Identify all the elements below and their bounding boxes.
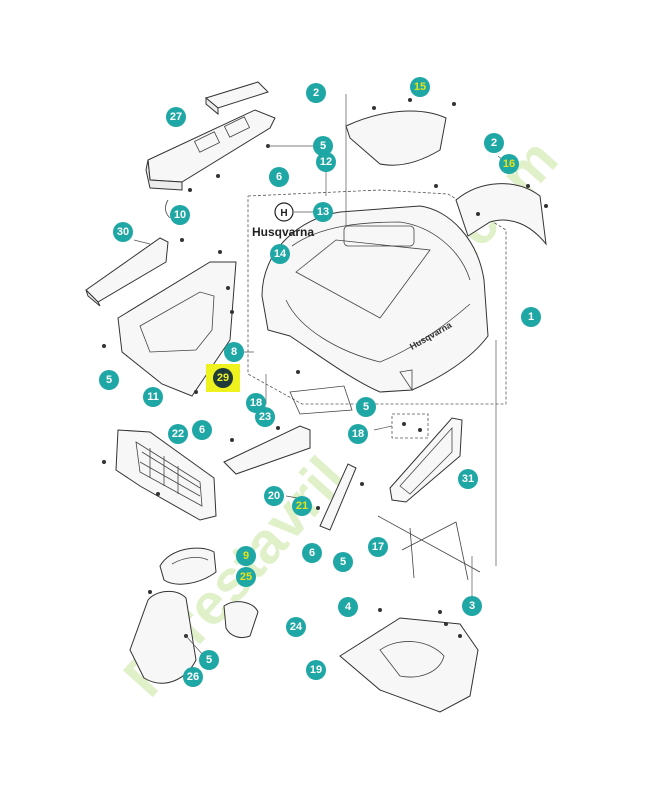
- svg-text:21: 21: [296, 500, 308, 512]
- callout-25[interactable]: 25: [236, 567, 256, 587]
- callout-27[interactable]: 27: [166, 107, 186, 127]
- callout-26[interactable]: 26: [183, 667, 203, 687]
- callout-9[interactable]: 9: [236, 546, 256, 566]
- svg-text:26: 26: [187, 671, 199, 683]
- svg-text:5: 5: [363, 401, 369, 413]
- callout-15[interactable]: 15: [410, 77, 430, 97]
- svg-text:6: 6: [199, 424, 205, 436]
- callout-22[interactable]: 22: [168, 424, 188, 444]
- callout-29[interactable]: 29: [213, 368, 233, 388]
- callout-5[interactable]: 5: [313, 136, 333, 156]
- svg-text:27: 27: [170, 111, 182, 123]
- callout-23[interactable]: 23: [255, 407, 275, 427]
- part-26-lower-panel: [129, 590, 205, 684]
- svg-text:29: 29: [217, 372, 229, 384]
- callout-8[interactable]: 8: [224, 342, 244, 362]
- callout-17[interactable]: 17: [368, 537, 388, 557]
- callout-2[interactable]: 2: [484, 133, 504, 153]
- callout-2[interactable]: 2: [306, 83, 326, 103]
- part-13-logo: H Husqvarna: [252, 202, 316, 239]
- svg-text:1: 1: [528, 311, 534, 323]
- svg-text:9: 9: [243, 550, 249, 562]
- svg-text:23: 23: [259, 411, 271, 423]
- callout-31[interactable]: 31: [458, 469, 478, 489]
- svg-text:31: 31: [462, 473, 474, 485]
- part-24-bracket: [223, 601, 259, 639]
- part-15-lid: [345, 98, 456, 166]
- svg-text:14: 14: [274, 248, 287, 260]
- part-31-right-panel: [389, 417, 463, 503]
- part-22-grille: [102, 429, 217, 521]
- svg-text:4: 4: [345, 601, 352, 613]
- callout-4[interactable]: 4: [338, 597, 358, 617]
- callout-1[interactable]: 1: [521, 307, 541, 327]
- part-9-25-housing: [159, 547, 217, 585]
- svg-text:5: 5: [340, 556, 346, 568]
- callout-14[interactable]: 14: [270, 244, 290, 264]
- callout-11[interactable]: 11: [143, 387, 163, 407]
- svg-text:30: 30: [117, 226, 129, 238]
- svg-text:13: 13: [317, 206, 329, 218]
- svg-text:6: 6: [309, 547, 315, 559]
- svg-text:25: 25: [240, 571, 252, 583]
- svg-text:6: 6: [276, 171, 282, 183]
- callout-30[interactable]: 30: [113, 222, 133, 242]
- part-14-hood: Husqvarna: [261, 205, 489, 393]
- part-18-bracket: [391, 413, 429, 439]
- callout-6[interactable]: 6: [302, 543, 322, 563]
- callout-19[interactable]: 19: [306, 660, 326, 680]
- part-17-frame: [377, 340, 497, 581]
- svg-text:24: 24: [290, 621, 303, 633]
- callout-10[interactable]: 10: [170, 205, 190, 225]
- callout-13[interactable]: 13: [313, 202, 333, 222]
- part-16-fender: [434, 183, 548, 246]
- svg-text:11: 11: [147, 391, 159, 403]
- svg-text:8: 8: [231, 346, 237, 358]
- callouts: 1 2 2 3 4 5 5 5 5 5 6 6 6 8 9 10 11 12 1…: [99, 77, 541, 687]
- callout-24[interactable]: 24: [286, 617, 306, 637]
- svg-text:16: 16: [503, 158, 515, 170]
- part-middle-plate: [289, 370, 353, 415]
- callout-6[interactable]: 6: [269, 167, 289, 187]
- callout-5[interactable]: 5: [333, 552, 353, 572]
- callout-18[interactable]: 18: [348, 424, 368, 444]
- callout-16[interactable]: 16: [499, 154, 519, 174]
- part-27-console-plate: [145, 81, 318, 192]
- part-19-mat: [339, 608, 479, 713]
- logo-letter: H: [280, 208, 287, 219]
- callout-3[interactable]: 3: [462, 596, 482, 616]
- part-23-plate: [223, 425, 311, 475]
- callout-21[interactable]: 21: [292, 496, 312, 516]
- part-10-clip: [165, 199, 171, 219]
- callout-5[interactable]: 5: [99, 370, 119, 390]
- svg-text:10: 10: [174, 209, 186, 221]
- logo-wordmark: Husqvarna: [252, 225, 314, 239]
- callout-6[interactable]: 6: [192, 420, 212, 440]
- svg-text:12: 12: [320, 156, 332, 168]
- svg-text:2: 2: [491, 137, 497, 149]
- svg-text:15: 15: [414, 81, 426, 93]
- svg-text:5: 5: [320, 140, 326, 152]
- svg-text:19: 19: [310, 664, 322, 676]
- callout-5[interactable]: 5: [356, 397, 376, 417]
- svg-text:18: 18: [352, 428, 364, 440]
- svg-text:3: 3: [469, 600, 475, 612]
- svg-text:5: 5: [206, 654, 212, 666]
- svg-text:22: 22: [172, 428, 184, 440]
- hood-group-outline: [247, 189, 507, 405]
- callout-20[interactable]: 20: [264, 486, 284, 506]
- part-21-strip: [316, 463, 364, 531]
- svg-text:5: 5: [106, 374, 112, 386]
- callout-5[interactable]: 5: [199, 650, 219, 670]
- svg-text:20: 20: [268, 490, 280, 502]
- svg-text:18: 18: [250, 397, 262, 409]
- svg-text:17: 17: [372, 541, 384, 553]
- svg-text:2: 2: [313, 87, 319, 99]
- callout-12[interactable]: 12: [316, 152, 336, 172]
- part-30-left-panel: [85, 237, 169, 307]
